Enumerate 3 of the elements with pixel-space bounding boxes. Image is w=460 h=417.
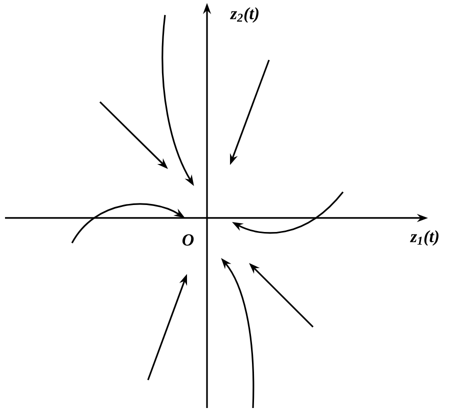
axis-label: z$_{2}$(t)	[230, 7, 258, 23]
axis-label: z$_{1}$(t)	[410, 230, 438, 246]
axis-label: O	[182, 234, 194, 246]
